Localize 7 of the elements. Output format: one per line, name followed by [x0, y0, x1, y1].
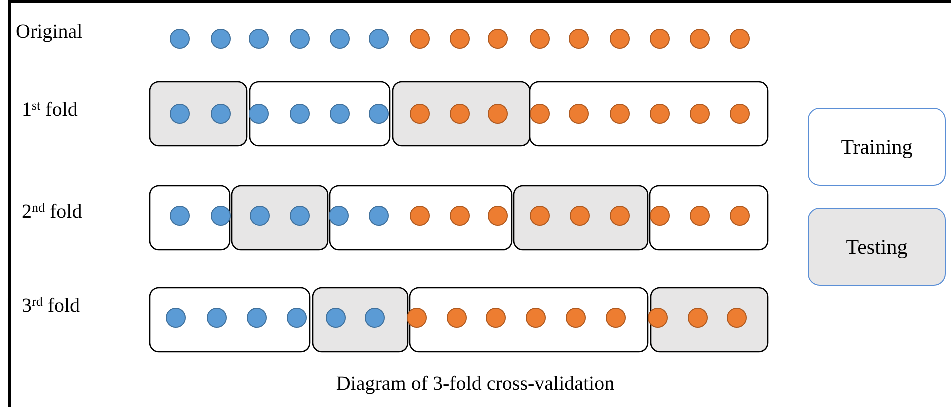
- legend-text: Training: [841, 134, 913, 160]
- fold-label: 1$^{st}$ fold: [22, 100, 78, 120]
- caption: Diagram of 3-fold cross-validation: [336, 373, 615, 396]
- row-label: Original: [16, 22, 83, 42]
- legend-text: Testing: [846, 234, 908, 260]
- fold-label: 2$^{nd}$ fold: [22, 202, 82, 222]
- fold-label: 3$^{rd}$ fold: [22, 296, 80, 316]
